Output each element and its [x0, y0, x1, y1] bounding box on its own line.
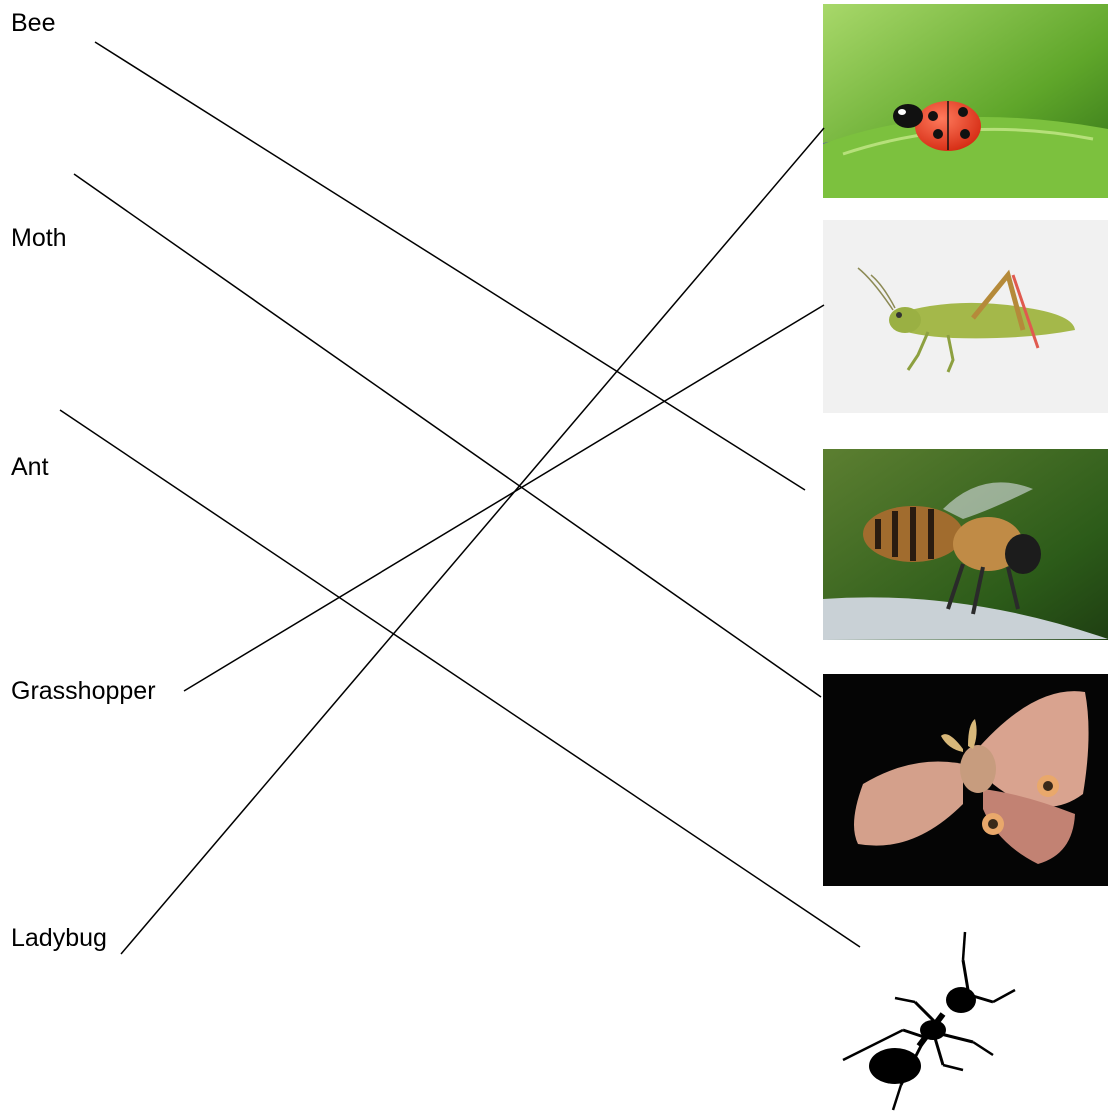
- line-ladybug: [121, 128, 824, 954]
- ladybug-picture: [823, 4, 1108, 198]
- label-moth: Moth: [11, 226, 67, 251]
- ant-picture: [823, 930, 1023, 1113]
- line-moth: [74, 174, 821, 697]
- moth-picture: [823, 674, 1108, 886]
- bee-picture: [823, 449, 1108, 640]
- line-ant: [60, 410, 860, 947]
- grasshopper-picture: [823, 220, 1108, 413]
- line-grasshopper: [184, 305, 824, 691]
- label-ant: Ant: [11, 455, 49, 480]
- label-ladybug: Ladybug: [11, 926, 107, 951]
- label-grasshopper: Grasshopper: [11, 679, 156, 704]
- line-bee: [95, 42, 805, 490]
- label-bee: Bee: [11, 11, 55, 36]
